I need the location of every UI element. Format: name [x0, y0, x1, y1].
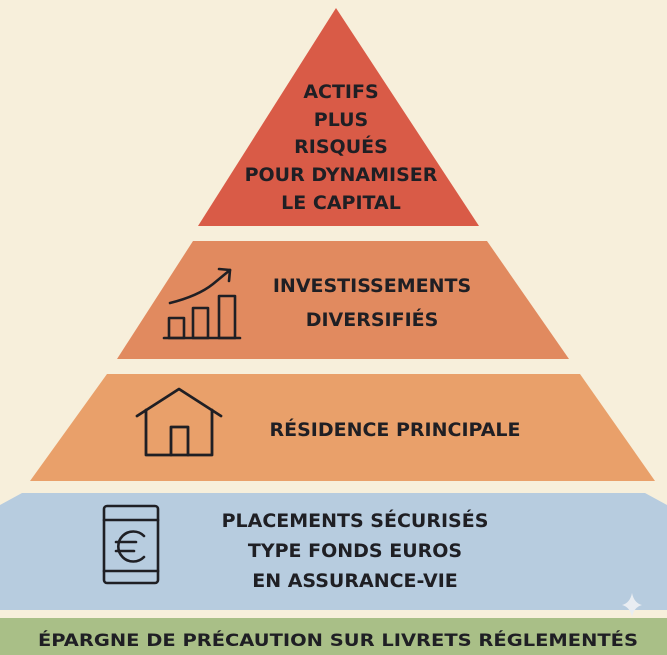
tier-investments-line-1: INVESTISSEMENTS: [273, 275, 471, 297]
tier-secured-investments: [0, 493, 667, 610]
tier-top-line-1: ACTIFS: [303, 81, 378, 103]
tier-safe-line-2: TYPE FONDS EUROS: [248, 540, 462, 562]
house-icon: [135, 387, 223, 457]
tier-base-precautionary-savings: [0, 618, 667, 655]
euro-document-icon: [102, 504, 160, 585]
tier-investments-line-2: DIVERSIFIÉS: [306, 308, 439, 331]
tier-top-line-2: PLUS: [314, 109, 368, 131]
tier-safe-line-3: EN ASSURANCE-VIE: [252, 570, 458, 592]
tier-top-line-5: LE CAPITAL: [281, 192, 401, 214]
tier-residence-line-1: RÉSIDENCE PRINCIPALE: [269, 418, 520, 441]
growth-chart-icon: [162, 267, 242, 340]
tier-top-risky-assets: [198, 8, 479, 226]
tier-top-line-3: RISQUÉS: [294, 135, 388, 158]
tier-safe-line-1: PLACEMENTS SÉCURISÉS: [222, 509, 489, 532]
sparkle-icon: [622, 593, 642, 617]
tier-base-line-1: ÉPARGNE DE PRÉCAUTION SUR LIVRETS RÉGLEM…: [38, 629, 638, 651]
tier-top-line-4: POUR DYNAMISER: [245, 164, 438, 186]
